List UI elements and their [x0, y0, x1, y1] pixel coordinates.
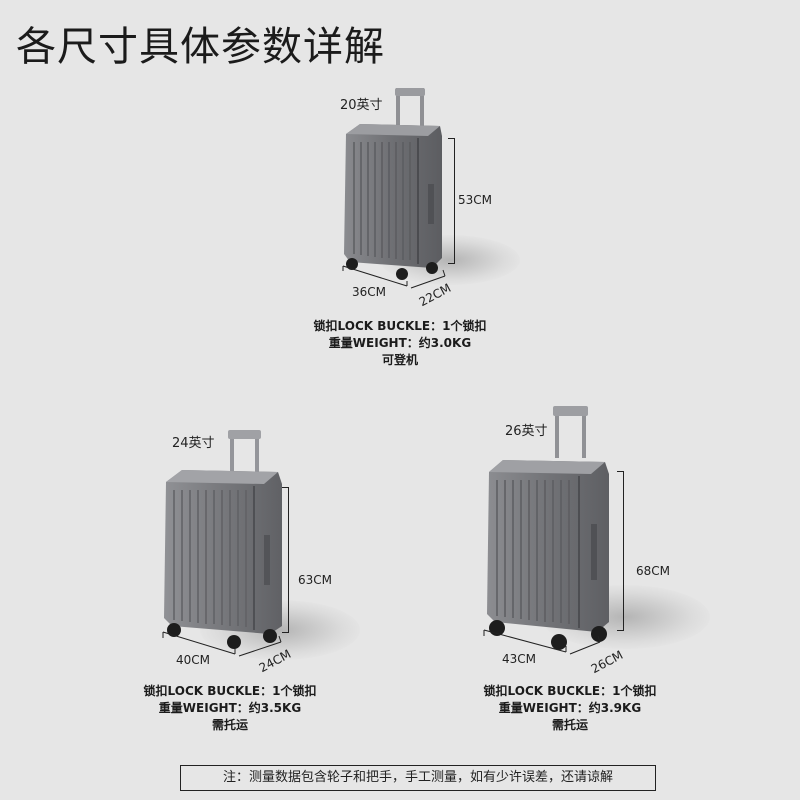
width-dimension-20: 36CM: [352, 285, 387, 299]
width-dimension-26: 43CM: [502, 652, 537, 666]
lock-spec: 锁扣LOCK BUCKLE：1个锁扣: [143, 684, 317, 698]
suitcase-20-image: [344, 88, 442, 280]
size-label-26: 26英寸: [505, 424, 548, 439]
spec-block-24: 锁扣LOCK BUCKLE：1个锁扣 重量WEIGHT：约3.5KG 需托运: [100, 683, 360, 734]
width-dimension-line: [162, 631, 282, 657]
height-dimension-line: [448, 138, 455, 264]
weight-spec: 重量WEIGHT：约3.5KG: [158, 701, 302, 715]
spec-block-26: 锁扣LOCK BUCKLE：1个锁扣 重量WEIGHT：约3.9KG 需托运: [440, 683, 700, 734]
lock-spec: 锁扣LOCK BUCKLE：1个锁扣: [313, 319, 487, 333]
suitcase-24-image: [164, 430, 282, 649]
height-dimension-20: 53CM: [458, 193, 493, 207]
height-dimension-line: [617, 471, 624, 631]
width-dimension-line: [483, 629, 601, 655]
usage-note: 需托运: [211, 718, 248, 732]
size-label-20: 20英寸: [340, 98, 383, 113]
usage-note: 可登机: [381, 353, 418, 367]
lock-spec: 锁扣LOCK BUCKLE：1个锁扣: [483, 684, 657, 698]
page-title: 各尺寸具体参数详解: [16, 24, 385, 70]
size-label-24: 24英寸: [172, 436, 215, 451]
height-dimension-line: [282, 487, 289, 633]
measurement-disclaimer: 注：测量数据包含轮子和把手，手工测量，如有少许误差，还请谅解: [180, 765, 656, 791]
width-dimension-24: 40CM: [176, 653, 211, 667]
weight-spec: 重量WEIGHT：约3.9KG: [498, 701, 642, 715]
usage-note: 需托运: [551, 718, 588, 732]
height-dimension-26: 68CM: [636, 564, 671, 578]
suitcase-26-image: [487, 406, 609, 650]
height-dimension-24: 63CM: [298, 573, 333, 587]
spec-block-20: 锁扣LOCK BUCKLE：1个锁扣 重量WEIGHT：约3.0KG 可登机: [280, 318, 520, 369]
weight-spec: 重量WEIGHT：约3.0KG: [328, 336, 472, 350]
width-dimension-line: [342, 265, 446, 289]
